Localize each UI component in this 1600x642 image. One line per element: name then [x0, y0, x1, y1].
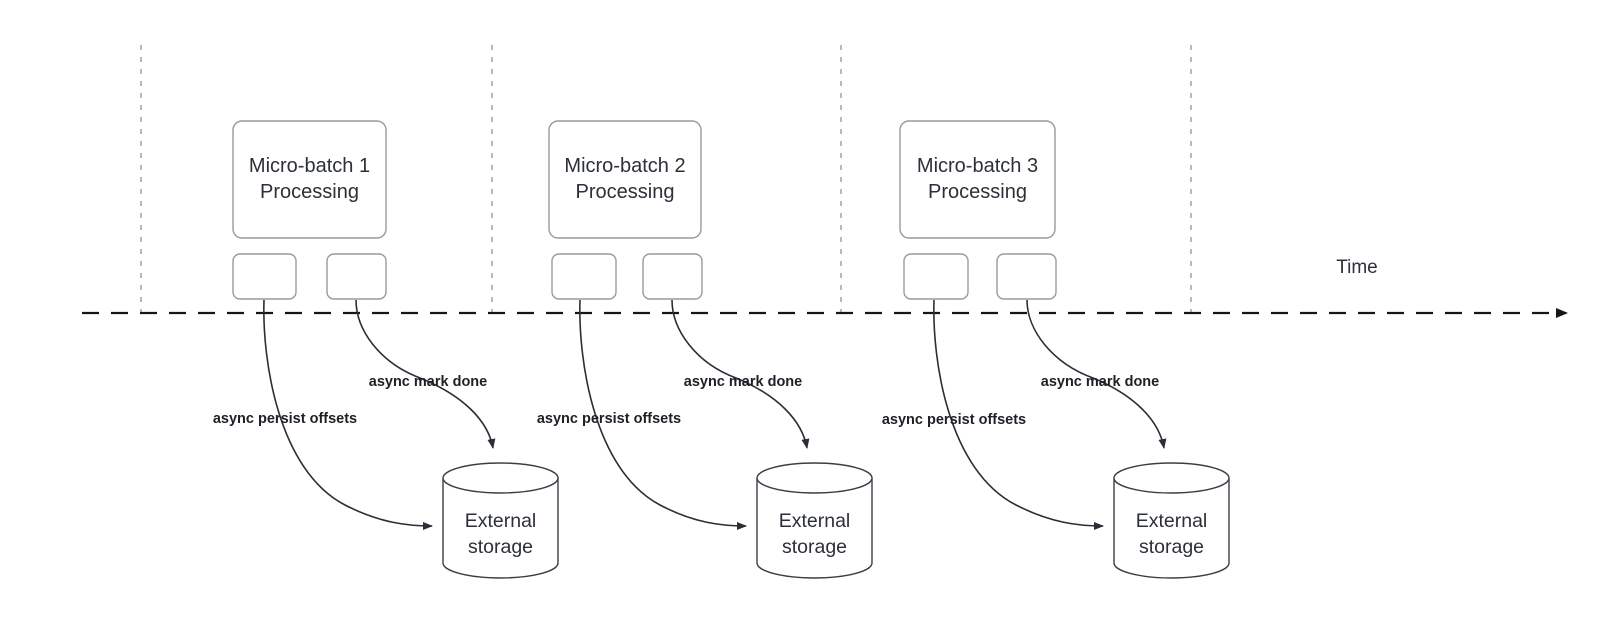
micro-batch-2-mark-done-arrow	[671, 299, 810, 449]
time-axis: Time	[82, 257, 1568, 318]
time-axis-label: Time	[1336, 257, 1378, 278]
micro-batch-1-label-line1: Micro-batch 1	[249, 155, 370, 177]
micro-batch-3-label-line2: Processing	[928, 181, 1027, 203]
micro-batch-2-persist-offsets-label: async persist offsets	[537, 411, 681, 427]
micro-batch-2-label-line2: Processing	[576, 181, 675, 203]
batch-group-2: Micro-batch 2 Processing async persist o…	[537, 120, 873, 579]
external-storage-2-top	[756, 462, 873, 494]
timeline-dividers	[140, 45, 1192, 318]
batch-group-3: Micro-batch 3 Processing async persist o…	[882, 120, 1230, 579]
external-storage-2-label-line1: External	[779, 510, 851, 532]
micro-batch-1-mark-done-task[interactable]	[326, 253, 387, 300]
micro-batch-1-mark-done-label: async mark done	[369, 374, 487, 390]
micro-batch-2-persist-offsets-task[interactable]	[551, 253, 617, 300]
micro-batch-2-external-storage[interactable]: External storage	[756, 462, 873, 579]
micro-batch-1-persist-offsets-arrow	[263, 299, 433, 530]
micro-batch-2-mark-done-label: async mark done	[684, 374, 802, 390]
external-storage-2-label-line2: storage	[782, 536, 847, 558]
micro-batch-1-persist-offsets-label: async persist offsets	[213, 411, 357, 427]
micro-batch-2-label-line1: Micro-batch 2	[564, 155, 685, 177]
micro-batch-1-box[interactable]	[232, 120, 387, 239]
micro-batch-3-external-storage[interactable]: External storage	[1113, 462, 1230, 579]
external-storage-3-top	[1113, 462, 1230, 494]
external-storage-1-label-line2: storage	[468, 536, 533, 558]
micro-batch-3-mark-done-task[interactable]	[996, 253, 1057, 300]
micro-batch-2-box[interactable]	[548, 120, 702, 239]
external-storage-3-label-line2: storage	[1139, 536, 1204, 558]
micro-batch-2-mark-done-task[interactable]	[642, 253, 703, 300]
batch-group-1: Micro-batch 1 Processing async persist o…	[213, 120, 559, 579]
micro-batch-3-mark-done-arrow	[1026, 299, 1167, 449]
external-storage-2-body	[756, 478, 873, 579]
micro-batch-3-persist-offsets-label: async persist offsets	[882, 412, 1026, 428]
micro-batch-3-persist-offsets-task[interactable]	[903, 253, 969, 300]
micro-batch-3-persist-offsets-arrow	[933, 299, 1104, 530]
micro-batch-1-label-line2: Processing	[260, 181, 359, 203]
micro-batch-1-mark-done-arrow	[355, 299, 496, 449]
external-storage-3-body	[1113, 478, 1230, 579]
micro-batch-3-mark-done-label: async mark done	[1041, 374, 1159, 390]
micro-batch-3-box[interactable]	[899, 120, 1056, 239]
micro-batch-2-persist-offsets-arrow	[579, 299, 747, 530]
micro-batch-3-label-line1: Micro-batch 3	[917, 155, 1038, 177]
external-storage-1-top	[442, 462, 559, 494]
external-storage-3-label-line1: External	[1136, 510, 1208, 532]
external-storage-1-body	[442, 478, 559, 579]
external-storage-1-label-line1: External	[465, 510, 537, 532]
micro-batch-1-persist-offsets-task[interactable]	[232, 253, 297, 300]
micro-batch-1-external-storage[interactable]: External storage	[442, 462, 559, 579]
